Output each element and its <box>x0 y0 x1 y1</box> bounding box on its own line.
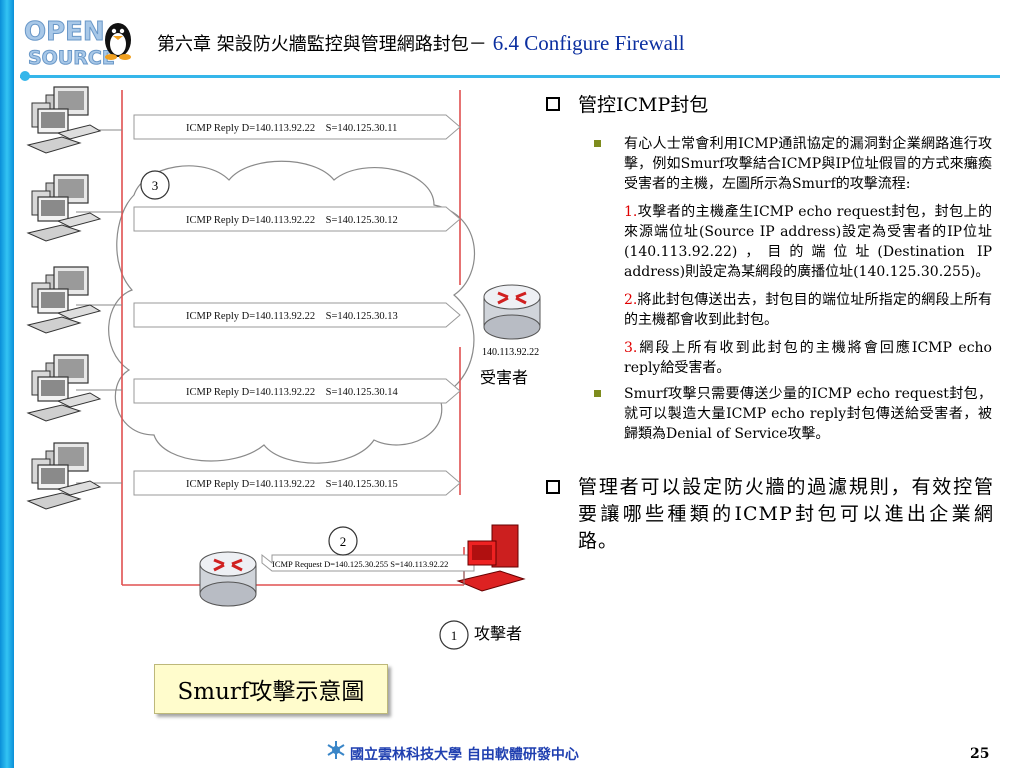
reply-label-2: ICMP Reply D=140.113.92.22 S=140.125.30.… <box>186 215 398 226</box>
reply-label-1: ICMP Reply D=140.113.92.22 S=140.125.30.… <box>186 123 397 134</box>
bullet-firewall-rules-text: 管理者可以設定防火牆的過濾規則，有效控管要讓哪些種類的ICMP封包可以進出企業網… <box>578 476 994 552</box>
sub-bullet-smurf-dos: Smurf攻擊只需要傳送少量的ICMP echo request封包，就可以製造… <box>544 384 994 444</box>
svg-text:1: 1 <box>451 628 458 643</box>
snowflake-logo-icon <box>327 741 345 759</box>
bullet-icmp-control-text: 管控ICMP封包 <box>578 94 709 116</box>
svg-text:3: 3 <box>152 178 159 193</box>
bullet-icmp-control: 管控ICMP封包 <box>544 92 994 118</box>
header-line <box>20 75 1000 78</box>
title-chapter: 第六章 架設防火牆監控與管理網路封包－ <box>157 34 487 55</box>
sub-bullet-smurf-intro: 有心人士常會利用ICMP通訊協定的漏洞對企業網路進行攻擊，例如Smurf攻擊結合… <box>544 134 994 194</box>
step-3-text: 3.網段上所有收到此封包的主機將會回應ICMP echo reply給受害者。 <box>544 338 994 378</box>
step-1-marker: 1 <box>439 620 469 650</box>
step-3-marker: 3 <box>140 170 170 200</box>
left-accent-bar <box>0 0 14 768</box>
host-group-2-icon <box>27 174 101 242</box>
title-section: 6.4 Configure Firewall <box>492 31 685 55</box>
hollow-square-bullet-icon <box>546 97 560 111</box>
sub-bullet-smurf-intro-text: 有心人士常會利用ICMP通訊協定的漏洞對企業網路進行攻擊，例如Smurf攻擊結合… <box>624 136 992 192</box>
step-1-text: 1.攻擊者的主機產生ICMP echo request封包，封包上的來源端位址(… <box>544 202 994 282</box>
step-2-desc: 將此封包傳送出去，封包目的端位址所指定的網段上所有的主機都會收到此封包。 <box>624 292 992 328</box>
diagram-caption: Smurf攻擊示意圖 <box>154 664 388 714</box>
reply-label-3: ICMP Reply D=140.113.92.22 S=140.125.30.… <box>186 311 398 322</box>
content-panel: 管控ICMP封包 有心人士常會利用ICMP通訊協定的漏洞對企業網路進行攻擊，例如… <box>544 92 994 555</box>
victim-label: 受害者 <box>480 368 528 387</box>
page-number: 25 <box>970 746 990 762</box>
step-1-desc: 攻擊者的主機產生ICMP echo request封包，封包上的來源端位址(So… <box>624 204 992 280</box>
host-group-3-icon <box>27 266 101 334</box>
attacker-label: 攻擊者 <box>474 624 522 643</box>
hollow-square-bullet-icon <box>546 480 560 494</box>
footer-org: 國立雲林科技大學 自由軟體研發中心 <box>350 747 579 763</box>
step-2-text: 2.將此封包傳送出去，封包目的端位址所指定的網段上所有的主機都會收到此封包。 <box>544 290 994 330</box>
smurf-diagram: ICMP Reply D=140.113.92.22 S=140.125.30.… <box>27 86 542 650</box>
open-source-logo: OPEN SOURCE <box>24 17 131 68</box>
victim-router-icon <box>482 283 542 341</box>
slide-title: 第六章 架設防火牆監控與管理網路封包－6.4 Configure Firewal… <box>157 30 685 56</box>
tux-penguin-icon <box>105 23 131 60</box>
sub-bullet-smurf-dos-text: Smurf攻擊只需要傳送少量的ICMP echo request封包，就可以製造… <box>624 386 992 442</box>
gateway-router-icon <box>198 550 258 608</box>
reply-label-5: ICMP Reply D=140.113.92.22 S=140.125.30.… <box>186 479 398 490</box>
square-bullet-icon <box>594 140 601 147</box>
svg-text:SOURCE: SOURCE <box>28 47 115 68</box>
step-3-desc: 網段上所有收到此封包的主機將會回應ICMP echo reply給受害者。 <box>624 340 992 376</box>
step-2-number: 2. <box>624 292 638 308</box>
reply-label-4: ICMP Reply D=140.113.92.22 S=140.125.30.… <box>186 387 398 398</box>
host-group-1-icon <box>27 86 101 154</box>
request-label: ICMP Request D=140.125.30.255 S=140.113.… <box>272 559 448 569</box>
svg-text:OPEN: OPEN <box>24 17 105 47</box>
host-group-5-icon <box>27 442 101 510</box>
svg-text:2: 2 <box>340 534 347 549</box>
host-group-4-icon <box>27 354 101 422</box>
bullet-firewall-rules: 管理者可以設定防火牆的過濾規則，有效控管要讓哪些種類的ICMP封包可以進出企業網… <box>544 474 994 555</box>
square-bullet-icon <box>594 390 601 397</box>
step-2-marker: 2 <box>328 526 358 556</box>
step-3-number: 3. <box>624 340 638 356</box>
attacker-computer-icon <box>456 524 526 592</box>
victim-ip: 140.113.92.22 <box>482 347 539 358</box>
slide-header: OPEN SOURCE 第六章 架設防火牆監控與管理網路封包－6.4 Confi… <box>14 0 1024 80</box>
step-1-number: 1. <box>624 204 638 220</box>
